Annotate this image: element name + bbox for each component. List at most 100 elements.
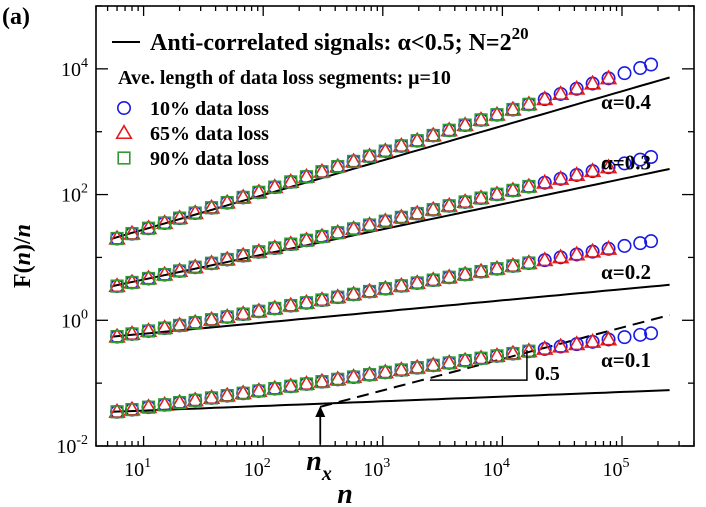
data-point-triangle [583,332,602,348]
data-point-square [141,221,156,235]
data-point-square [220,196,234,210]
data-point-square [331,160,345,174]
y-tick-label: 104 [61,56,88,81]
data-point-square [346,154,361,169]
data-point-square [346,370,361,384]
data-point-square [522,97,536,111]
data-point-triangle [567,335,586,351]
data-point-square [474,351,488,365]
data-point-triangle [536,173,554,189]
data-point-square [378,365,392,379]
alpha-label: α=0.3 [601,151,651,175]
x-tick-label: 104 [483,456,510,481]
legend-entry-label: 10% data loss [150,98,269,120]
data-point-square [188,393,202,407]
data-point-square [506,346,520,361]
legend-entry-label: 90% data loss [150,148,269,170]
x-tick-label: 103 [363,456,390,481]
data-point-circle [617,238,632,253]
legend-marker-circle [117,101,132,116]
data-point-square [299,170,314,184]
data-point-square [125,327,139,341]
data-point-square [236,249,250,263]
data-point-square [442,199,456,213]
data-point-triangle [567,245,586,261]
data-point-square [252,384,266,398]
legend-subtitle: Ave. length of data loss segments: μ=10 [118,67,451,89]
data-point-square [506,183,520,197]
data-point-square [362,368,377,382]
data-point-square [299,233,314,247]
data-point-square [158,321,172,335]
data-point-square [125,403,139,417]
data-point-square [378,144,392,158]
data-point-square [252,245,266,259]
data-point-square [506,259,520,273]
data-point-square [268,381,282,396]
data-point-square [284,175,298,189]
data-point-square [236,307,250,321]
data-point-circle [617,66,632,81]
data-point-square [458,353,472,368]
data-point-square [220,310,234,324]
data-point-square [125,227,139,241]
data-point-square [158,267,172,282]
data-point-square [141,271,156,286]
data-point-square [522,344,536,358]
data-point-square [315,229,329,244]
data-point-square [426,203,440,217]
data-point-square [284,237,298,251]
data-point-triangle [567,79,586,95]
data-point-square [315,165,329,179]
x-axis-label: n [337,479,353,507]
data-point-square [410,134,424,148]
y-tick-label: 10-2 [56,433,88,458]
alpha-label: α=0.1 [601,348,651,372]
crossover-arrow-head [315,406,326,417]
data-point-circle [617,330,632,345]
data-point-square [522,256,536,270]
data-point-square [490,187,504,201]
data-point-square [188,316,202,330]
fit-line-alpha-0.2 [112,283,670,338]
data-point-square [204,313,219,327]
data-point-square [490,108,504,122]
data-point-square [110,279,124,293]
data-point-square [378,282,392,296]
data-point-square [458,195,472,209]
data-point-square [158,216,172,230]
data-point-square [394,210,408,224]
data-point-square [331,372,345,386]
data-point-triangle [599,239,618,255]
data-point-triangle [551,337,570,353]
data-point-triangle [551,85,570,101]
data-point-square [158,398,172,412]
data-point-square [141,324,156,338]
data-point-square [236,190,250,205]
data-point-circle [644,149,659,164]
data-point-square [141,400,156,414]
data-point-square [299,296,314,310]
data-point-square [268,241,282,255]
data-point-square [426,358,440,372]
data-point-circle [644,326,659,341]
data-point-triangle [536,251,554,267]
crossover-label: nx [306,446,332,485]
data-point-square [410,206,424,221]
data-point-triangle [599,158,618,174]
data-point-square [188,260,202,274]
x-tick-label: 102 [244,456,271,481]
data-point-circle [644,234,659,249]
data-point-square [362,149,377,163]
data-point-square [268,180,282,194]
data-point-square [346,222,361,236]
data-point-square [346,287,361,301]
fit-line-alpha-0.1 [112,389,670,413]
slope-bracket [429,350,528,381]
data-point-square [299,377,314,391]
annotations: α=0.4α=0.3α=0.2α=0.10.5nx [306,90,651,485]
data-point-circle [633,152,648,167]
data-point-square [426,128,440,143]
data-point-square [172,318,187,333]
data-point-square [410,276,424,290]
